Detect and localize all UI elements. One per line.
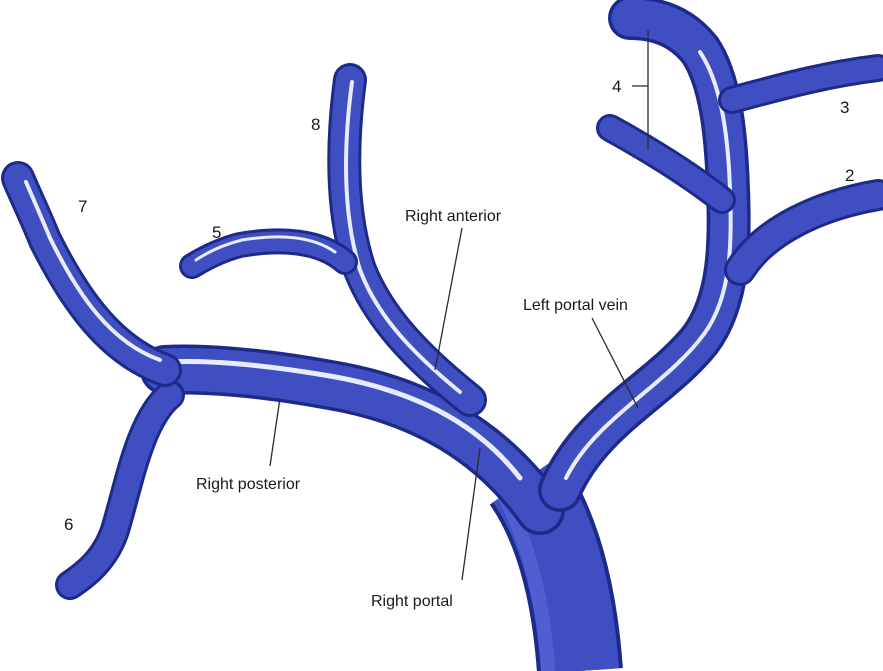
- label-segment-3: 3: [840, 98, 849, 117]
- label-right-anterior: Right anterior: [405, 208, 502, 225]
- segment-3-branch: [732, 68, 878, 100]
- label-segment-7: 7: [78, 197, 87, 216]
- label-segment-6: 6: [64, 515, 73, 534]
- segment-7-branch: [18, 178, 165, 370]
- label-segment-2: 2: [845, 166, 854, 185]
- right-anterior-branch: [344, 80, 470, 400]
- label-segment-8: 8: [311, 115, 320, 134]
- label-right-posterior: Right posterior: [196, 476, 301, 493]
- leader-right-anterior: [435, 228, 462, 370]
- vessel-tree: [18, 18, 878, 671]
- label-right-portal: Right portal: [371, 593, 453, 610]
- left-portal-vein-branch: [560, 18, 731, 490]
- label-left-portal-vein: Left portal vein: [523, 297, 628, 314]
- leader-right-posterior: [270, 398, 280, 466]
- label-segment-4: 4: [612, 77, 621, 96]
- segment-2-branch: [740, 195, 878, 270]
- label-segment-5: 5: [212, 223, 221, 242]
- segment-6-branch: [70, 395, 170, 585]
